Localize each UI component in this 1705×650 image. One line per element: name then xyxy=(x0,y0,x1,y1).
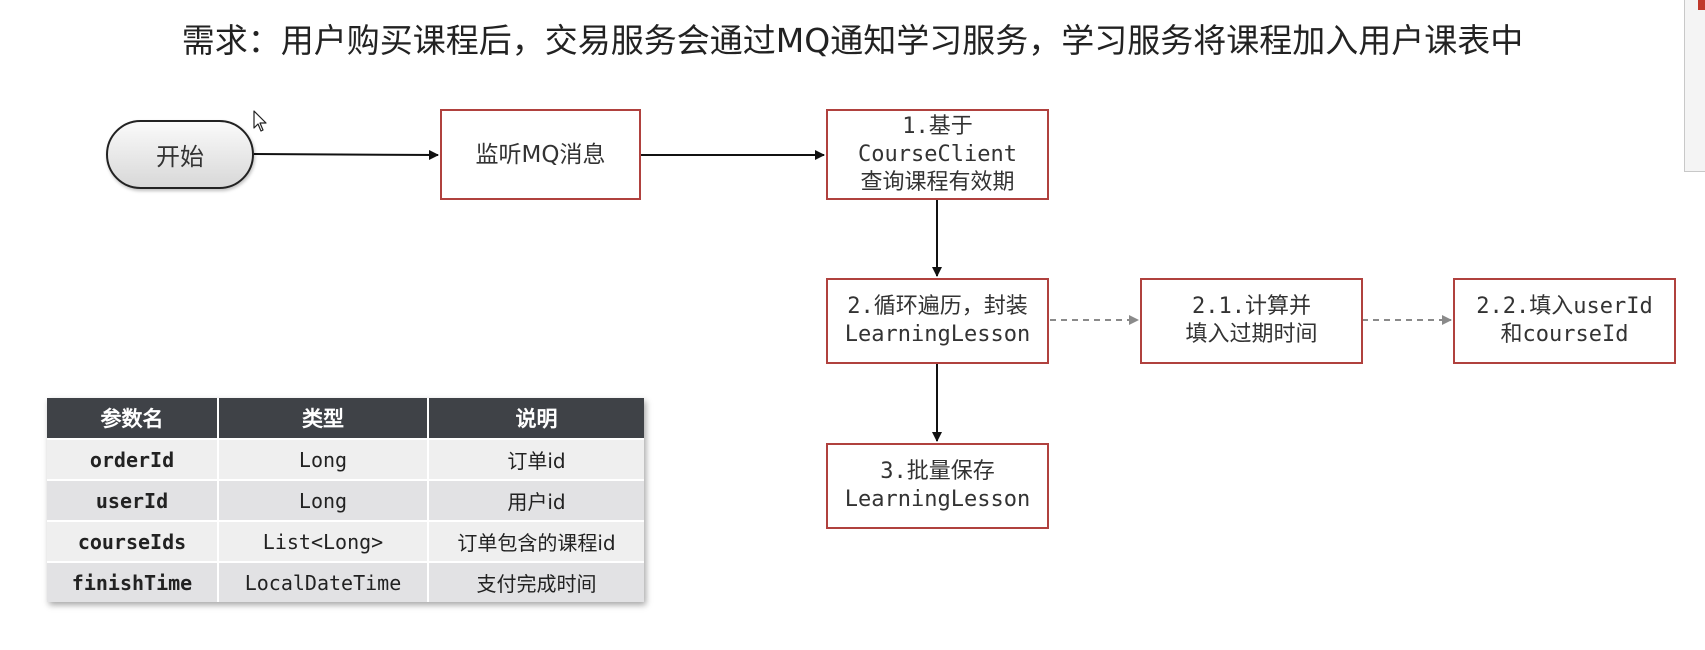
header-description: 说明 xyxy=(428,398,644,439)
param-name: courseIds xyxy=(47,520,219,562)
edge-scrollbar[interactable] xyxy=(1684,0,1705,172)
table-header-row: 参数名 类型 说明 xyxy=(47,398,644,439)
param-type: List<Long> xyxy=(218,520,429,562)
param-type: Long xyxy=(218,438,429,480)
param-description: 订单id xyxy=(428,438,644,480)
step2-2-ids-node: 2.2.填入userId 和courseId xyxy=(1453,278,1676,364)
step2-1-expire-node: 2.1.计算并 填入过期时间 xyxy=(1140,278,1363,364)
table-row: orderId Long 订单id xyxy=(47,438,644,480)
page-title: 需求：用户购买课程后，交易服务会通过MQ通知学习服务，学习服务将课程加入用户课表… xyxy=(181,21,1524,60)
mouse-pointer-icon xyxy=(253,110,269,138)
step1-query-course-node: 1.基于 CourseClient 查询课程有效期 xyxy=(826,109,1049,200)
param-description: 用户id xyxy=(428,479,644,521)
param-name: finishTime xyxy=(47,561,219,602)
header-type: 类型 xyxy=(218,398,429,439)
param-description: 订单包含的课程id xyxy=(428,520,644,562)
table-row: userId Long 用户id xyxy=(47,479,644,521)
header-param-name: 参数名 xyxy=(47,398,219,439)
param-name: userId xyxy=(47,479,219,521)
edge-marker-icon xyxy=(1698,0,1705,10)
start-node: 开始 xyxy=(106,120,254,189)
table-row: finishTime LocalDateTime 支付完成时间 xyxy=(47,561,644,602)
param-type: Long xyxy=(218,479,429,521)
step2-loop-node: 2.循环遍历，封装 LearningLesson xyxy=(826,278,1049,364)
arrow-start-to-listen xyxy=(253,149,439,160)
step3-batch-save-node: 3.批量保存 LearningLesson xyxy=(826,443,1049,529)
params-table: 参数名 类型 说明 orderId Long 订单id userId Long … xyxy=(47,398,644,602)
table-row: courseIds List<Long> 订单包含的课程id xyxy=(47,520,644,562)
param-description: 支付完成时间 xyxy=(428,561,644,602)
param-name: orderId xyxy=(47,438,219,480)
param-type: LocalDateTime xyxy=(218,561,429,602)
listen-mq-node: 监听MQ消息 xyxy=(440,109,641,200)
